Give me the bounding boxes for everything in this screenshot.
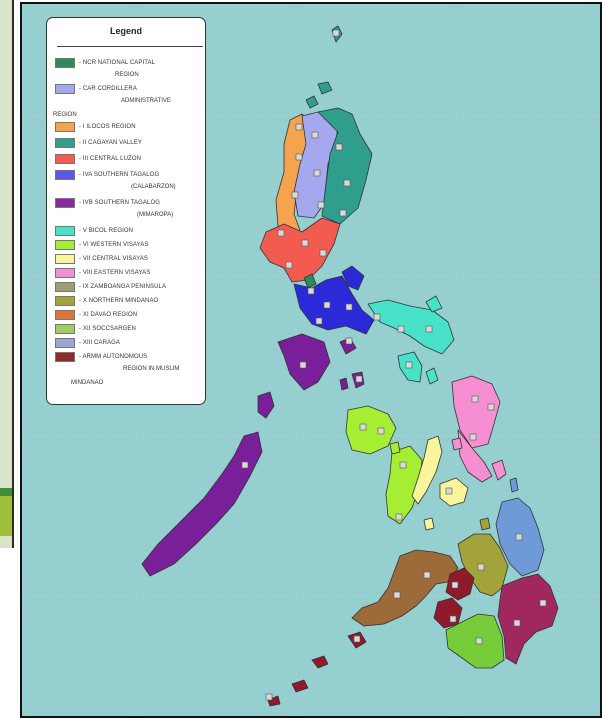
region-eastern-visayas-leyte[interactable] [457, 429, 493, 483]
legend-label: - I ILOCOS REGION [79, 124, 136, 130]
legend-label: - XI DAVAO REGION [79, 312, 138, 318]
adjacent-panel-edge [0, 0, 14, 548]
region-soccsksargen[interactable] [445, 613, 505, 669]
legend-label-continued: ADMINISTRATIVE [121, 98, 171, 104]
legend-divider [57, 46, 203, 47]
region-caraga-dinagat[interactable] [509, 477, 519, 493]
map-legend: Legend - NCR NATIONAL CAPITAL REGION - C… [46, 17, 206, 405]
legend-label: - IX ZAMBOANGA PENINSULA [79, 284, 167, 290]
legend-swatch [55, 138, 75, 148]
legend-label-continued: (MIMAROPA) [137, 212, 174, 218]
region-cagayan-valley-islands[interactable] [305, 81, 333, 109]
region-armm-lanao[interactable] [445, 567, 475, 601]
legend-label: - V BICOL REGION [79, 228, 134, 234]
region-zamboanga[interactable] [351, 549, 459, 627]
legend-label-continued: REGION [115, 72, 139, 78]
region-mimaropa-palawan[interactable] [141, 431, 263, 577]
legend-label: - VII CENTRAL VISAYAS [79, 256, 149, 262]
region-cagayan-valley[interactable] [317, 107, 373, 225]
region-armm-maguindanao[interactable] [433, 597, 463, 629]
legend-label: - XII SOCCSARGEN [79, 326, 136, 332]
region-armm-tawi-tawi[interactable] [267, 679, 309, 707]
legend-swatch [55, 310, 75, 320]
legend-label: - IVA SOUTHERN TAGALOG [79, 172, 160, 178]
region-eastern-visayas-biliran[interactable] [451, 437, 463, 451]
legend-label-continued: REGION IN MUSLIM [123, 366, 180, 372]
legend-floating-label: REGION [53, 112, 77, 118]
adjacent-panel-mark [0, 496, 12, 536]
legend-swatch [55, 170, 75, 180]
legend-swatch [55, 254, 75, 264]
region-central-visayas-cebu[interactable] [411, 435, 443, 505]
legend-floating-label: MINDANAO [71, 380, 104, 386]
region-central-visayas-siquijor[interactable] [423, 517, 435, 531]
legend-title: Legend [109, 26, 142, 36]
region-bicol-ticao[interactable] [425, 367, 439, 385]
legend-swatch [55, 122, 75, 132]
legend-swatch [55, 84, 75, 94]
legend-label: - ARMM AUTONOMOUS [79, 354, 148, 360]
region-western-visayas-guimaras[interactable] [389, 441, 401, 455]
region-western-visayas-panay[interactable] [345, 405, 397, 455]
legend-label: - III CENTRAL LUZON [79, 156, 142, 162]
legend-swatch [55, 338, 75, 348]
legend-label-continued: (CALABARZON) [131, 184, 176, 190]
legend-label: - VIII EASTERN VISAYAS [79, 270, 151, 276]
region-calabarzon[interactable] [293, 275, 375, 335]
legend-swatch [55, 58, 75, 68]
region-davao[interactable] [497, 573, 559, 665]
region-central-luzon[interactable] [259, 217, 341, 283]
adjacent-panel-mark [0, 488, 12, 496]
legend-label: - CAR CORDILLERA [79, 86, 137, 92]
region-eastern-visayas-samar[interactable] [451, 375, 501, 449]
philippines-region-map[interactable] [22, 4, 600, 716]
region-eastern-visayas-south[interactable] [491, 459, 507, 481]
legend-swatch [55, 154, 75, 164]
region-armm-sulu[interactable] [311, 655, 329, 669]
region-mimaropa-calamian[interactable] [257, 391, 275, 419]
legend-swatch [55, 282, 75, 292]
province-markers [241, 29, 547, 701]
legend-label: - X NORTHERN MINDANAO [79, 298, 159, 304]
region-western-visayas-negros[interactable] [385, 445, 423, 525]
region-ncr[interactable] [303, 273, 317, 289]
legend-swatch [55, 240, 75, 250]
legend-label: - XIII CARAGA [79, 340, 120, 346]
region-bicol-catanduanes[interactable] [425, 295, 443, 313]
legend-swatch [55, 198, 75, 208]
legend-label: - VI WESTERN VISAYAS [79, 242, 149, 248]
legend-swatch [55, 296, 75, 306]
map-frame[interactable]: Legend - NCR NATIONAL CAPITAL REGION - C… [20, 2, 602, 718]
region-calabarzon-polillo[interactable] [341, 265, 365, 291]
region-northern-mindanao-camiguin[interactable] [479, 517, 491, 531]
region-bicol[interactable] [367, 299, 455, 355]
legend-label: - II CAGAYAN VALLEY [79, 140, 142, 146]
legend-label: - NCR NATIONAL CAPITAL [79, 60, 156, 66]
legend-swatch [55, 352, 75, 362]
legend-swatch [55, 226, 75, 236]
legend-label: - IVB SOUTHERN TAGALOG [79, 200, 160, 206]
legend-swatch [55, 268, 75, 278]
legend-swatch [55, 324, 75, 334]
region-central-visayas-bohol[interactable] [439, 477, 469, 507]
